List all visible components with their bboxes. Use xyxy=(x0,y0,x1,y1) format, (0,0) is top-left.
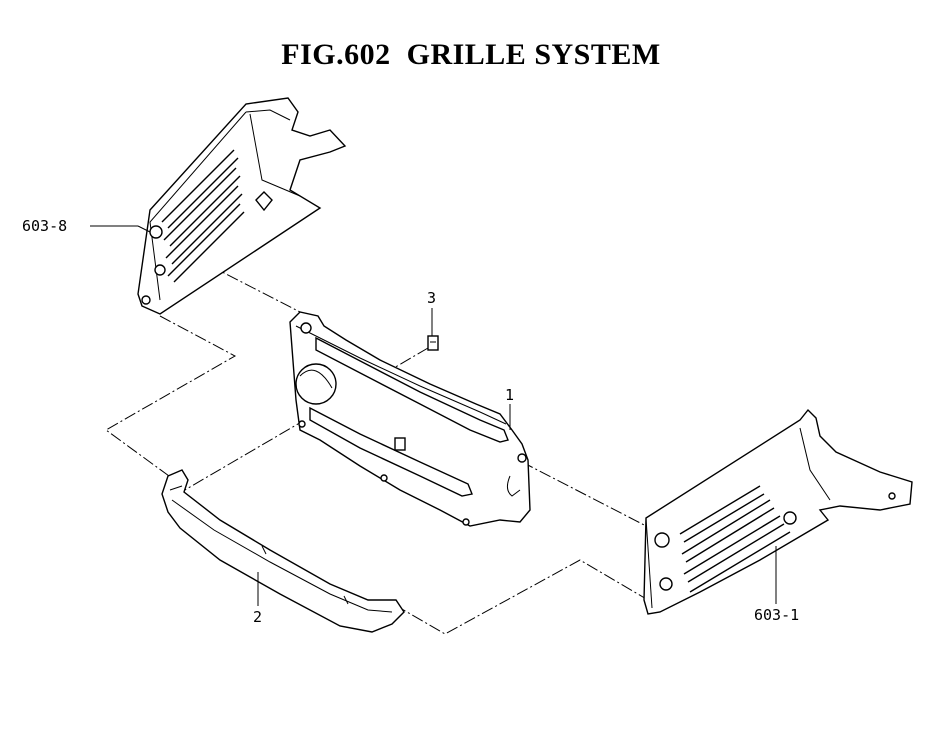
clip xyxy=(427,335,439,351)
right-side-panel xyxy=(643,408,913,615)
lower-bar xyxy=(161,469,405,633)
callout-1: 1 xyxy=(505,386,514,404)
left-side-panel xyxy=(137,97,347,315)
leader-lines xyxy=(90,225,777,606)
center-grille xyxy=(289,311,531,527)
callout-603-1: 603-1 xyxy=(754,606,799,624)
callout-2: 2 xyxy=(253,608,262,626)
callout-3: 3 xyxy=(427,289,436,307)
callout-603-8: 603-8 xyxy=(22,217,67,235)
figure-title: FIG.602 GRILLE SYSTEM xyxy=(281,38,661,71)
